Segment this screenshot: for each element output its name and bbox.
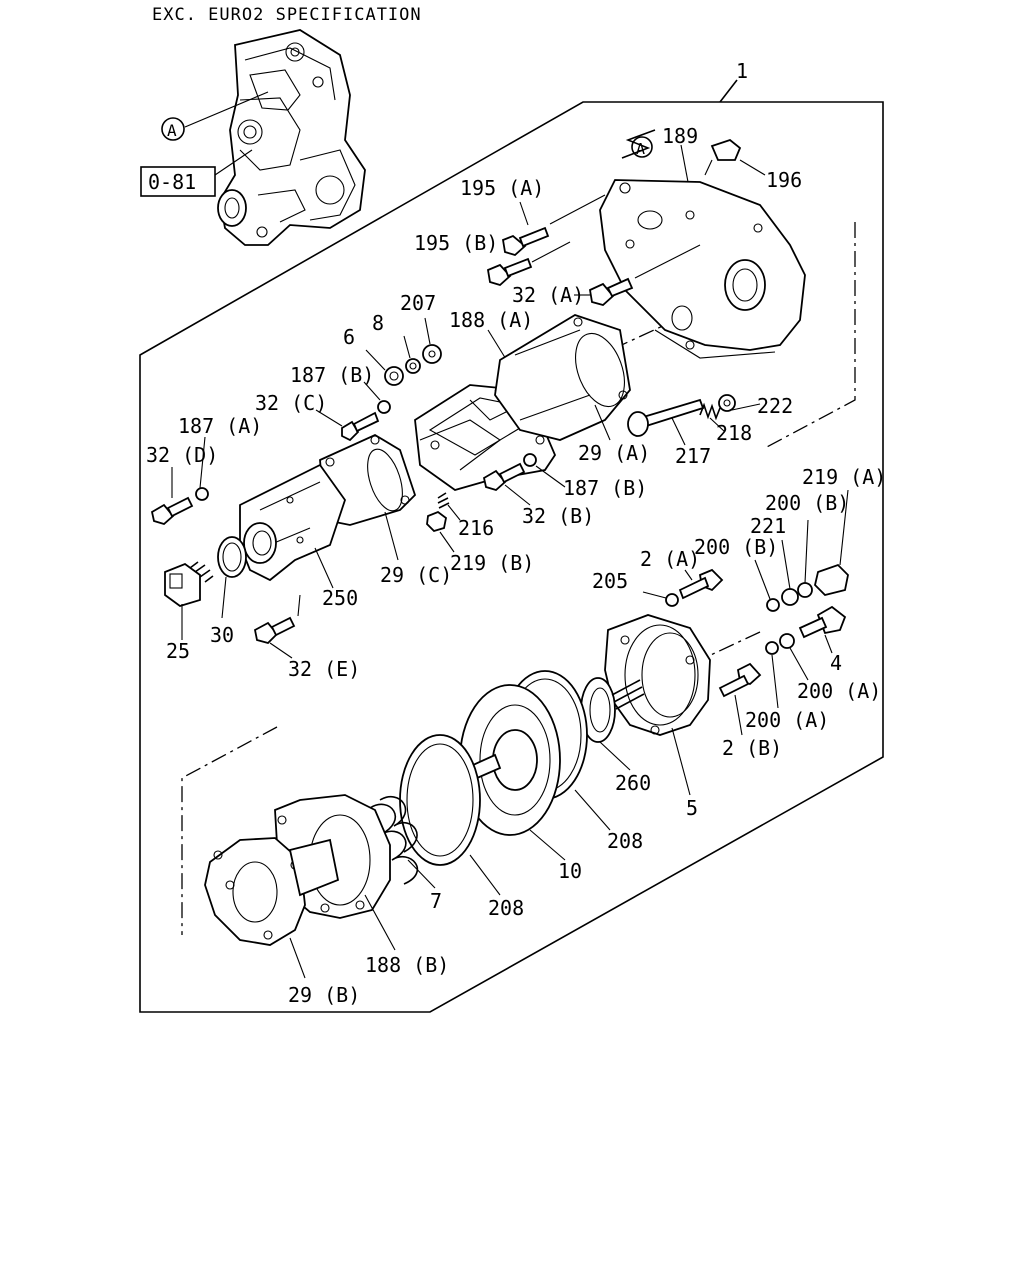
label-260: 260 [615,771,651,795]
label-30: 30 [210,623,234,647]
label-188a: 188 (A) [449,308,533,332]
part-10-piston [433,684,561,836]
part-30-oring [217,536,247,578]
label-216: 216 [458,516,494,540]
label-189: 189 [662,124,698,148]
label-2a: 2 (A) [640,547,700,571]
part-2b-bolt [718,662,762,698]
part-216-spring [437,492,450,509]
label-200b-top: 200 (B) [765,491,849,515]
part-200a-mid-washer [765,641,779,655]
label-188b: 188 (B) [365,953,449,977]
part-195b-bolt [486,257,533,287]
label-219a: 219 (A) [802,465,886,489]
label-32e: 32 (E) [288,657,360,681]
label-250: 250 [322,586,358,610]
label-1: 1 [736,59,748,83]
label-8: 8 [372,311,384,335]
part-189-plate [599,179,806,359]
label-29a: 29 (A) [578,441,650,465]
label-218: 218 [716,421,752,445]
diagram-heading: EXC. EURO2 SPECIFICATION [152,5,422,25]
part-195a-bolt [501,226,550,257]
part-187b-top-washer [377,400,391,414]
part-207-washer [422,344,442,364]
label-208-right: 208 [607,829,643,853]
part-32d-bolt [150,496,194,526]
label-25: 25 [166,639,190,663]
reference-box-label: 0-81 [148,170,196,194]
label-187b-top: 187 (B) [290,363,374,387]
label-200a-right: 200 (A) [797,679,881,703]
label-4: 4 [830,651,842,675]
part-250-port [243,522,277,564]
label-187a: 187 (A) [178,414,262,438]
label-219b: 219 (B) [450,551,534,575]
label-187b-mid: 187 (B) [563,476,647,500]
part-29b-flange [204,837,340,946]
part-32a-bolt [588,277,634,306]
reference-box [140,166,216,197]
part-32c-bolt [341,411,380,442]
part-5-cover [604,614,711,736]
callout-a-circle [161,117,185,141]
label-200a-mid: 200 (A) [745,708,829,732]
label-208-mid: 208 [488,896,524,920]
part-200b-left-washer [766,598,780,612]
label-32b: 32 (B) [522,504,594,528]
part-2a-bolt [678,568,724,600]
label-221: 221 [750,514,786,538]
label-195b: 195 (B) [414,231,498,255]
part-219b-nut [426,510,447,533]
part-221-washer [781,588,799,606]
part-29a-housing [494,314,631,441]
label-10: 10 [558,859,582,883]
label-196: 196 [766,168,802,192]
callout-a-label-plate: A [636,140,645,158]
part-200b-top-washer [797,582,813,598]
label-6: 6 [343,325,355,349]
part-4-bolt [798,605,847,639]
part-8-washer [405,358,421,374]
part-187b-mid-washer [523,453,537,467]
part-7-spring [369,795,418,885]
housing-inset-illustration [217,29,366,246]
label-5: 5 [686,796,698,820]
label-217: 217 [675,444,711,468]
callout-a-label: A [167,121,177,140]
label-195a: 195 (A) [460,176,544,200]
part-196-plug [710,138,742,161]
label-7: 7 [430,889,442,913]
label-29c: 29 (C) [380,563,452,587]
label-207: 207 [400,291,436,315]
part-6-nut [384,366,404,386]
part-200a-right-washer [779,633,795,649]
part-205-washer [665,593,679,607]
part-187a-washer [195,487,209,501]
label-32c: 32 (C) [255,391,327,415]
label-32a: 32 (A) [512,283,584,307]
label-29b: 29 (B) [288,983,360,1007]
assembly-boundary [139,101,884,1013]
part-217-rod [627,398,705,437]
part-219a-nut [814,563,849,596]
label-222: 222 [757,394,793,418]
part-32b-bolt [482,462,526,492]
label-32d: 32 (D) [146,443,218,467]
part-222-washer [718,394,736,412]
label-2b: 2 (B) [722,736,782,760]
part-25-plug [164,561,214,607]
label-200b-left: 200 (B) [694,535,778,559]
part-32e-bolt [253,616,296,645]
label-205: 205 [592,569,628,593]
